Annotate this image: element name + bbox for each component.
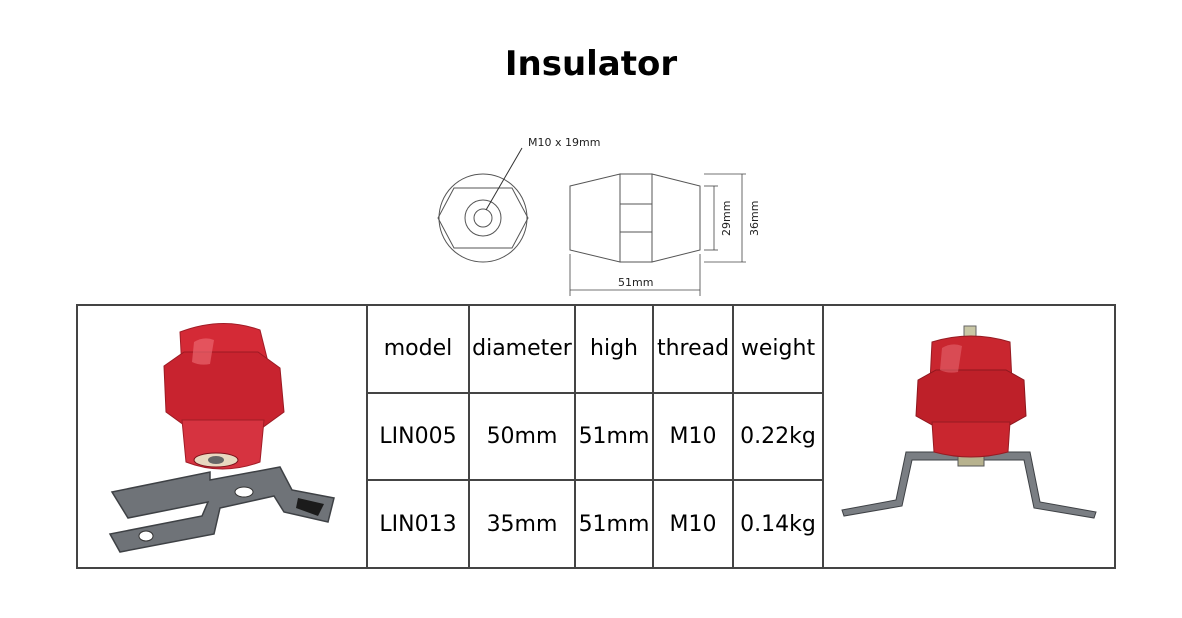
header-thread: thread bbox=[652, 304, 734, 394]
side-view-left-taper bbox=[569, 173, 621, 263]
table-row-header: model diameter high thread weight bbox=[76, 304, 1116, 569]
insulator-photo-left bbox=[108, 322, 335, 553]
cell-thread: M10 bbox=[652, 391, 734, 482]
cell-diameter: 50mm bbox=[468, 391, 576, 482]
end-view-outer-circle bbox=[438, 173, 528, 263]
header-model: model bbox=[366, 304, 470, 394]
cell-high: 51mm bbox=[574, 391, 654, 482]
outer-height-label: 36mm bbox=[748, 201, 760, 236]
table-row: LIN013 35mm 51mm M10 0.14kg bbox=[77, 479, 1115, 569]
side-view bbox=[569, 173, 701, 263]
inner-height-label: 29mm bbox=[720, 201, 733, 236]
cell-model: LIN005 bbox=[366, 391, 470, 482]
header-high: high bbox=[574, 304, 654, 394]
cell-diameter: 35mm bbox=[468, 479, 576, 569]
length-label: 51mm bbox=[618, 276, 653, 289]
header-weight: weight bbox=[732, 304, 824, 394]
technical-drawing: M10 x 19mm 51mm 29mm 36mm bbox=[437, 136, 760, 296]
mounted-insulator-photo-cell bbox=[822, 304, 1116, 569]
cell-high: 51mm bbox=[574, 479, 654, 569]
header-diameter: diameter bbox=[468, 304, 576, 394]
thread-leader-line bbox=[485, 147, 523, 211]
end-view-inner-circle bbox=[464, 199, 502, 237]
thread-label: M10 x 19mm bbox=[528, 136, 600, 149]
end-view bbox=[437, 173, 529, 263]
cell-weight: 0.14kg bbox=[732, 479, 824, 569]
cell-thread: M10 bbox=[652, 479, 734, 569]
cell-model: LIN013 bbox=[366, 479, 470, 569]
page-title: Insulator bbox=[504, 44, 678, 84]
table-row: LIN005 50mm 51mm M10 0.22kg bbox=[77, 391, 1115, 482]
spec-table: model diameter high thread weight LIN005… bbox=[76, 304, 1116, 569]
end-view-hole bbox=[473, 208, 493, 228]
dimension-lines bbox=[569, 173, 746, 296]
side-view-hex-center bbox=[619, 173, 653, 263]
side-view-right-taper bbox=[651, 173, 701, 263]
insulator-with-bracket-photo-cell bbox=[76, 304, 368, 569]
end-view-hexagon bbox=[437, 187, 529, 249]
insulator-photo-right bbox=[841, 325, 1097, 519]
cell-weight: 0.22kg bbox=[732, 391, 824, 482]
